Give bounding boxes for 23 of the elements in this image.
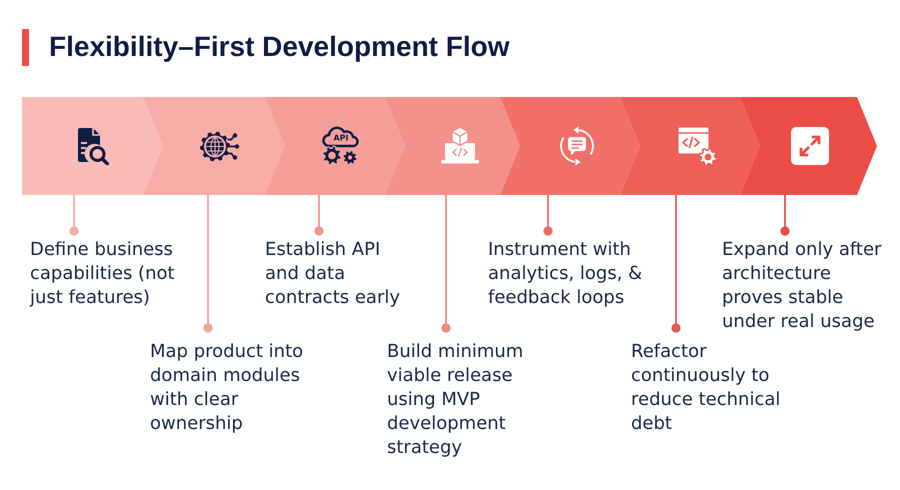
- step-text: Build minimum viable release using MVP development strategy: [387, 340, 537, 460]
- title: Flexibility–First Development Flow: [49, 30, 510, 64]
- icon-label: API: [333, 134, 349, 142]
- leader-line: [543, 195, 553, 236]
- leader-line: [671, 195, 681, 333]
- chevron-segment: [385, 97, 520, 195]
- step-text: Establish API and data contracts early: [265, 238, 411, 310]
- leader-line: [441, 195, 451, 333]
- step-text: Expand only after architecture proves stable under real usage: [722, 238, 890, 334]
- chevron-segment: [22, 97, 163, 195]
- chevron-segment: [500, 97, 640, 195]
- leader-line: [69, 195, 79, 236]
- step-text: Define business capabilities (not just features): [30, 238, 190, 310]
- chevron-segment: [265, 97, 405, 195]
- step-text: Instrument with analytics, logs, & feedback loops: [488, 238, 650, 310]
- chevron-segment: [143, 97, 285, 195]
- step-text: Refactor continuously to reduce technical debt: [631, 340, 793, 436]
- leader-line: [780, 195, 790, 236]
- step-text: Map product into domain modules with clear ownership: [150, 340, 315, 436]
- leader-line: [203, 195, 213, 333]
- chevron-segment: [620, 97, 760, 195]
- chevron-segment: [740, 97, 877, 195]
- leader-line: [314, 195, 324, 236]
